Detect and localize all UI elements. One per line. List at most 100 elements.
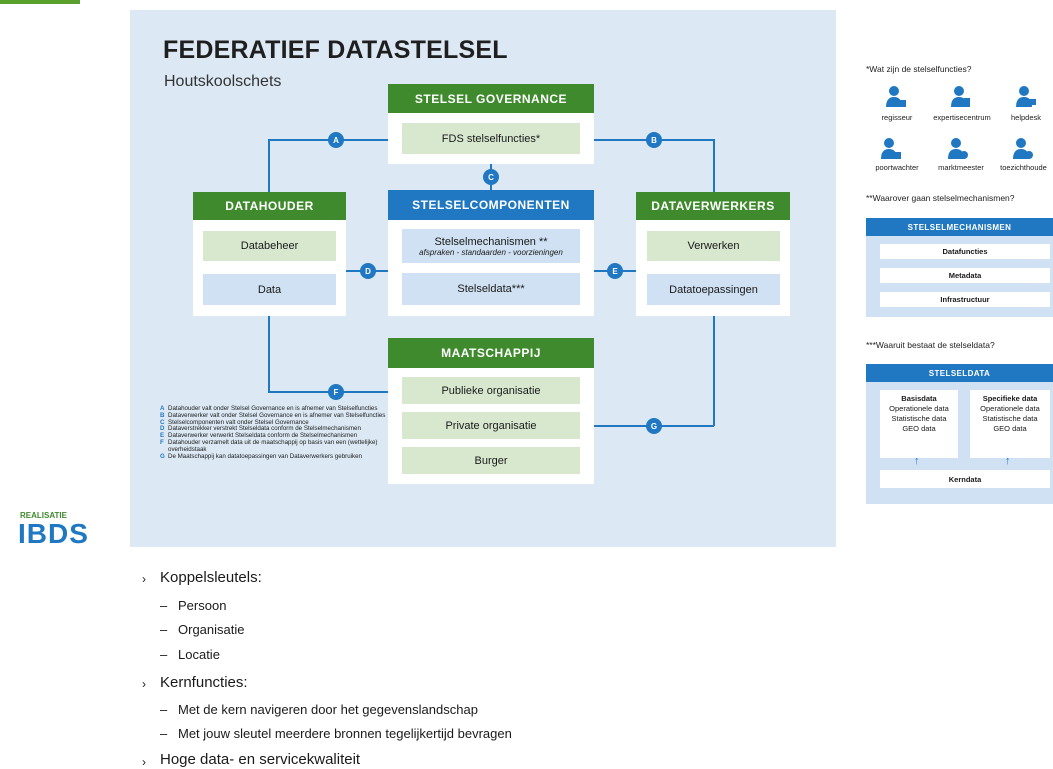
governance-item: FDS stelselfuncties* (402, 123, 580, 154)
arrow-up-icon: ↑ (914, 455, 920, 467)
governance-header: STELSEL GOVERNANCE (388, 84, 594, 113)
stelseldata-item: Stelseldata*** (402, 273, 580, 305)
role-label: helpdesk (1010, 113, 1042, 122)
connector-line (713, 316, 715, 426)
maatschappij-header: MAATSCHAPPIJ (388, 338, 594, 368)
legend-text: Dataverwerker valt onder Stelsel Governa… (168, 411, 386, 419)
bullet-chevron-icon: › (142, 677, 146, 691)
legend-key: A (160, 405, 165, 412)
stelseldata-question: ***Waaruit bestaat de stelseldata? (866, 340, 995, 350)
person-icon (951, 86, 970, 107)
legend-text: Dataverstrekker verstrekt Stelseldata co… (168, 425, 361, 433)
legend-text: Datahouder valt onder Stelsel Governance… (168, 405, 378, 412)
bullet-kernfuncties: Kernfuncties: (160, 674, 248, 691)
connector-f-badge: F (328, 384, 344, 400)
stelselmechanismen-sublabel: afspraken - standaarden - voorzieningen (419, 247, 563, 257)
legend-key: G (160, 452, 165, 460)
stelselmechanismen-header: STELSELMECHANISMEN (866, 218, 1053, 236)
legend-text: Datahouder verzamelt data uit de maatsch… (168, 438, 378, 453)
componenten-header: STELSELCOMPONENTEN (388, 190, 594, 220)
person-icon (886, 86, 906, 107)
legend-text: De Maatschappij kan datatoepassingen van… (168, 452, 362, 460)
connector-line (268, 316, 270, 392)
maatschappij-item: Publieke organisatie (402, 377, 580, 404)
legend-text: Stelselcomponenten valt onder Stelsel Go… (168, 418, 309, 426)
diagram-title: FEDERATIEF DATASTELSEL (163, 36, 508, 64)
role-label: toezichthoude (1000, 163, 1047, 172)
bullet-chevron-icon: › (142, 572, 146, 586)
basisdata-line: Statistische data (891, 414, 947, 423)
bullet-chevron-icon: › (142, 755, 146, 769)
basisdata-card: Basisdata Operationele data Statistische… (880, 390, 958, 458)
bullet-dash-icon: – (160, 647, 168, 662)
stelselmechanismen-label: Stelselmechanismen ** (434, 235, 548, 248)
bullet-koppelsleutels: Koppelsleutels: (160, 569, 262, 586)
specifiekedata-line: Operationele data (980, 404, 1040, 413)
bullet-dash-icon: – (160, 598, 168, 613)
person-icon (1016, 86, 1036, 107)
maatschappij-item: Burger (402, 447, 580, 474)
dataverwerkers-item: Datatoepassingen (647, 274, 780, 305)
basisdata-line: GEO data (902, 424, 936, 433)
datahouder-item: Databeheer (203, 231, 336, 261)
person-icon (948, 138, 968, 159)
sub-bullet: Persoon (178, 598, 227, 613)
sub-bullet: Met de kern navigeren door het gegevensl… (178, 702, 478, 717)
kerndata-item: Kerndata (880, 470, 1050, 488)
role-label: expertisecentrum (933, 113, 991, 122)
basisdata-line: Operationele data (889, 404, 949, 413)
sub-bullet: Met jouw sleutel meerdere bronnen tegeli… (178, 726, 512, 741)
sub-bullet: Locatie (178, 647, 220, 662)
role-label: poortwachter (875, 163, 919, 172)
datahouder-item: Data (203, 274, 336, 305)
role-label: marktmeester (938, 163, 984, 172)
bullet-dash-icon: – (160, 622, 168, 637)
top-accent-bar (0, 0, 80, 4)
diagram-subtitle: Houtskoolschets (164, 73, 282, 90)
sub-bullet: Organisatie (178, 622, 245, 637)
specifiekedata-title: Specifieke data (982, 394, 1038, 403)
dataverwerkers-header: DATAVERWERKERS (636, 192, 790, 220)
connector-b-badge: B (646, 132, 662, 148)
connector-d-badge: D (360, 263, 376, 279)
legend-key: C (160, 418, 165, 426)
bullet-dash-icon: – (160, 702, 168, 717)
stelselmechanismen-item: Stelselmechanismen ** afspraken - standa… (402, 229, 580, 263)
logo-realisatie-text: REALISATIE (20, 511, 67, 520)
legend-item: F Datahouder verzamelt data uit de maatsc… (160, 438, 390, 454)
logo-ibds-text: IBDS (18, 518, 89, 549)
dataverwerkers-item: Verwerken (647, 231, 780, 261)
legend-key: D (160, 425, 165, 433)
legend-key: F (160, 438, 164, 446)
legend-key: E (160, 432, 165, 440)
mechanism-item: Datafuncties (880, 244, 1050, 259)
stelseldata-header: STELSELDATA (866, 364, 1053, 382)
basisdata-title: Basisdata (901, 394, 937, 403)
specifiekedata-line: GEO data (993, 424, 1027, 433)
stelselmechanismen-question: **Waarover gaan stelselmechanismen? (866, 193, 1015, 203)
mechanism-item: Infrastructuur (880, 292, 1050, 307)
legend-text: Dataverwerker verwerkt Stelseldata confo… (168, 432, 358, 440)
bullet-dash-icon: – (160, 726, 168, 741)
arrow-up-icon: ↑ (1005, 455, 1011, 467)
role-label: regisseur (881, 113, 913, 122)
connector-line (268, 139, 270, 193)
datahouder-header: DATAHOUDER (193, 192, 346, 220)
bullet-kwaliteit: Hoge data- en servicekwaliteit (160, 751, 361, 768)
connector-a-badge: A (328, 132, 344, 148)
stelselfuncties-question: *Wat zijn de stelselfuncties? (866, 64, 972, 74)
person-icon (881, 138, 901, 159)
mechanism-item: Metadata (880, 268, 1050, 283)
connector-g-badge: G (646, 418, 662, 434)
legend-key: B (160, 411, 165, 419)
specifiekedata-line: Statistische data (982, 414, 1038, 423)
connector-line (713, 139, 715, 193)
connector-c-badge: C (483, 169, 499, 185)
